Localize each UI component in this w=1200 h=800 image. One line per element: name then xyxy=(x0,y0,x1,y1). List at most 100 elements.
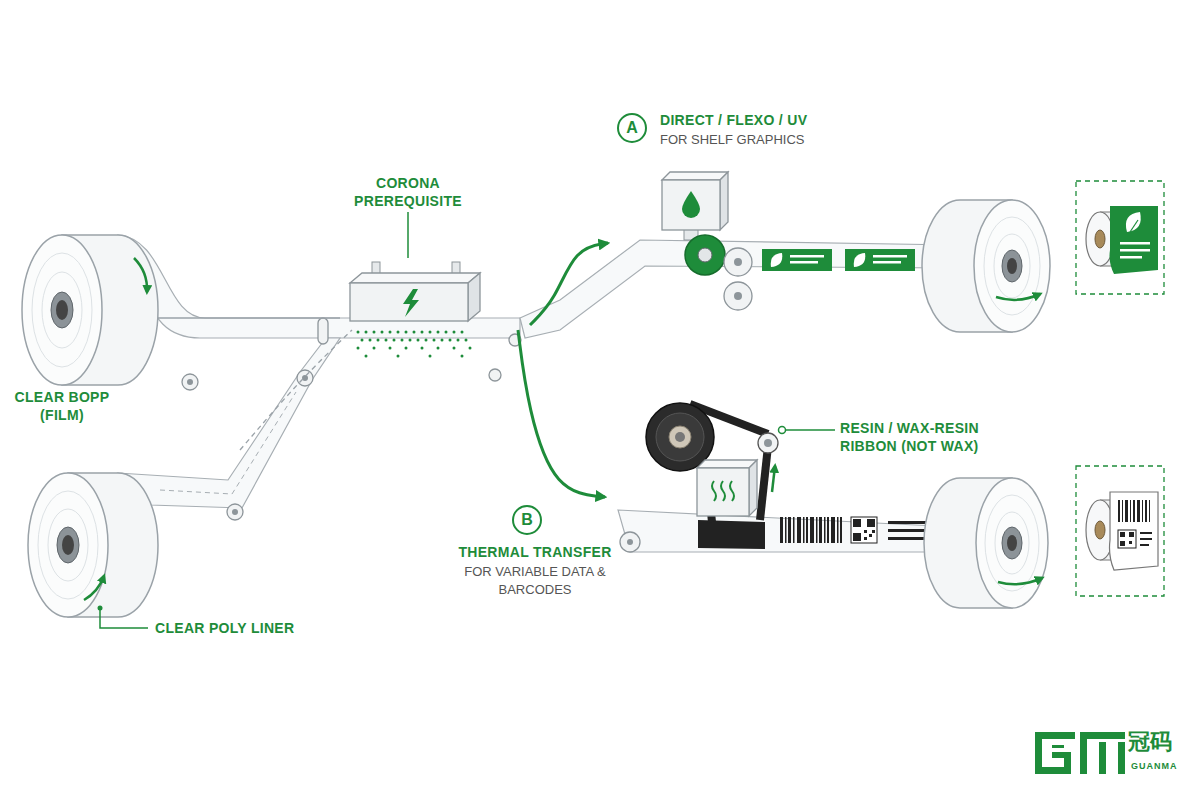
barcode xyxy=(827,517,829,543)
qr-code xyxy=(888,537,928,540)
ribbon-roll xyxy=(772,466,775,492)
thermal-print-head xyxy=(697,460,757,516)
barcode xyxy=(793,517,795,543)
finished-roll-icon xyxy=(1076,181,1164,294)
thermal-print-head xyxy=(697,468,749,516)
idler-roller xyxy=(227,504,243,520)
printed-label xyxy=(845,249,915,271)
callout-label: RESIN / WAX-RESIN RIBBON (NOT WAX) xyxy=(840,419,1005,455)
corona-discharge xyxy=(357,331,360,334)
corona-discharge xyxy=(401,339,404,342)
ribbon-roll xyxy=(760,446,768,520)
thermal-print-head xyxy=(730,481,734,501)
corona-discharge xyxy=(441,339,444,342)
logo-text: 冠码 xyxy=(1128,729,1188,755)
finished-roll-icon xyxy=(1122,500,1123,522)
idler-roller xyxy=(182,318,521,520)
barcode xyxy=(780,517,842,543)
finished-roll-icon xyxy=(1142,500,1143,522)
output-roll-a xyxy=(984,217,1040,315)
liner-roll-drawing xyxy=(84,576,104,600)
barcode xyxy=(780,517,783,543)
leader-line xyxy=(98,606,149,629)
finished-roll-icon xyxy=(1145,500,1147,522)
web-b xyxy=(618,510,975,574)
output-roll-b xyxy=(976,478,1048,608)
corona-discharge xyxy=(389,331,392,334)
logo-text: GUANMA xyxy=(1131,760,1191,772)
ribbon-roll xyxy=(669,426,691,448)
thermal-station: BTHERMAL TRANSFERFOR VARIABLE DATA & BAR… xyxy=(450,497,615,607)
corona-discharge xyxy=(465,339,468,342)
idler-roller xyxy=(232,509,238,515)
print-roller xyxy=(734,258,742,266)
corona-discharge xyxy=(429,355,432,358)
corona-discharge xyxy=(365,355,368,358)
flow-arrow xyxy=(518,330,605,497)
finished-roll-icon xyxy=(1140,544,1149,546)
finished-roll-icon xyxy=(1140,538,1152,540)
roll-label: CLEAR POLY LINER xyxy=(155,619,325,637)
film-roll-drawing xyxy=(22,235,102,385)
corona-discharge xyxy=(393,339,396,342)
corona-discharge xyxy=(453,331,456,334)
output-roll-b xyxy=(995,512,1029,574)
printed-label xyxy=(873,255,907,258)
finished-roll-icon xyxy=(1118,530,1136,548)
film-roll-drawing xyxy=(134,258,147,292)
corona-discharge xyxy=(461,331,464,334)
ribbon-roll xyxy=(764,439,772,447)
web-b xyxy=(620,532,640,552)
web-b xyxy=(618,510,975,552)
corona-discharge xyxy=(461,355,464,358)
liner-roll: CLEAR POLY LINER xyxy=(20,450,330,645)
printed-label xyxy=(790,261,818,264)
corona-discharge xyxy=(457,339,460,342)
qr-code xyxy=(869,534,872,537)
corona-discharge xyxy=(437,347,440,350)
finished-roll-icon xyxy=(1076,181,1164,294)
flexo-print-head xyxy=(720,172,728,230)
barcode xyxy=(797,517,801,543)
barcode xyxy=(806,517,808,543)
liner-web xyxy=(160,392,296,494)
web-b xyxy=(627,539,633,545)
finished-roll-icon xyxy=(1129,541,1132,544)
flow-arrow xyxy=(530,243,608,325)
station-subtitle: FOR SHELF GRAPHICS xyxy=(660,131,850,149)
output-roll-b xyxy=(998,578,1042,584)
web-b xyxy=(698,520,765,549)
barcode xyxy=(816,517,818,543)
output-roll-a xyxy=(994,234,1030,298)
print-roller xyxy=(698,248,712,262)
logo-mark xyxy=(1035,732,1125,774)
finished-roll-icon xyxy=(1129,532,1134,537)
flexo-print-head xyxy=(662,172,728,180)
thermal-print-head xyxy=(721,481,725,501)
idler-roller xyxy=(318,318,328,344)
logo-mark xyxy=(1099,742,1106,774)
corona-discharge xyxy=(421,347,424,350)
finished-roll-icon xyxy=(1095,521,1105,539)
liner-roll-drawing xyxy=(38,491,98,599)
leader-line xyxy=(782,429,835,431)
corona-discharge xyxy=(385,339,388,342)
output-roll-a xyxy=(1002,250,1022,282)
film-roll-drawing xyxy=(42,272,82,348)
print-roller xyxy=(685,235,962,310)
station-label: CORONA PREREQUISITE xyxy=(343,174,473,210)
corona-discharge xyxy=(373,331,376,334)
output-roll-a xyxy=(1007,258,1017,274)
thermal-print-head xyxy=(697,460,757,468)
barcode xyxy=(831,517,835,543)
output-roll-a xyxy=(996,294,1040,300)
finished-roll-icon xyxy=(1140,532,1152,534)
finished-roll-icon xyxy=(1120,541,1125,546)
finished-roll-icon xyxy=(1133,500,1135,522)
liner-roll-drawing xyxy=(28,473,158,617)
corona-discharge xyxy=(377,339,380,342)
barcode xyxy=(837,517,839,543)
corona-discharge xyxy=(365,331,368,334)
film-roll: CLEAR BOPP (FILM) xyxy=(8,228,158,428)
ribbon-roll xyxy=(675,432,685,442)
